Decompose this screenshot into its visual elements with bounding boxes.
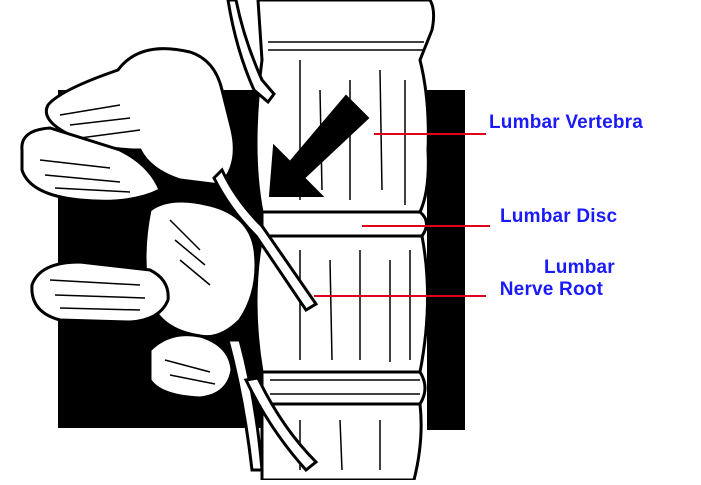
transverse-process-lower: [32, 262, 168, 322]
vertebral-column: [256, 0, 434, 480]
label-nerve-root-line1: Lumbar: [488, 257, 615, 279]
label-nerve-root-line2: Nerve Root: [488, 279, 615, 301]
intervertebral-disc: [262, 212, 427, 236]
shadow-block-right: [427, 90, 465, 430]
label-lumbar-disc: Lumbar Disc: [500, 206, 617, 228]
facet-joint: [145, 201, 256, 337]
label-lumbar-nerve-root: Lumbar Nerve Root: [488, 257, 615, 301]
lower-disc: [262, 372, 425, 404]
label-lumbar-vertebra: Lumbar Vertebra: [489, 112, 643, 134]
